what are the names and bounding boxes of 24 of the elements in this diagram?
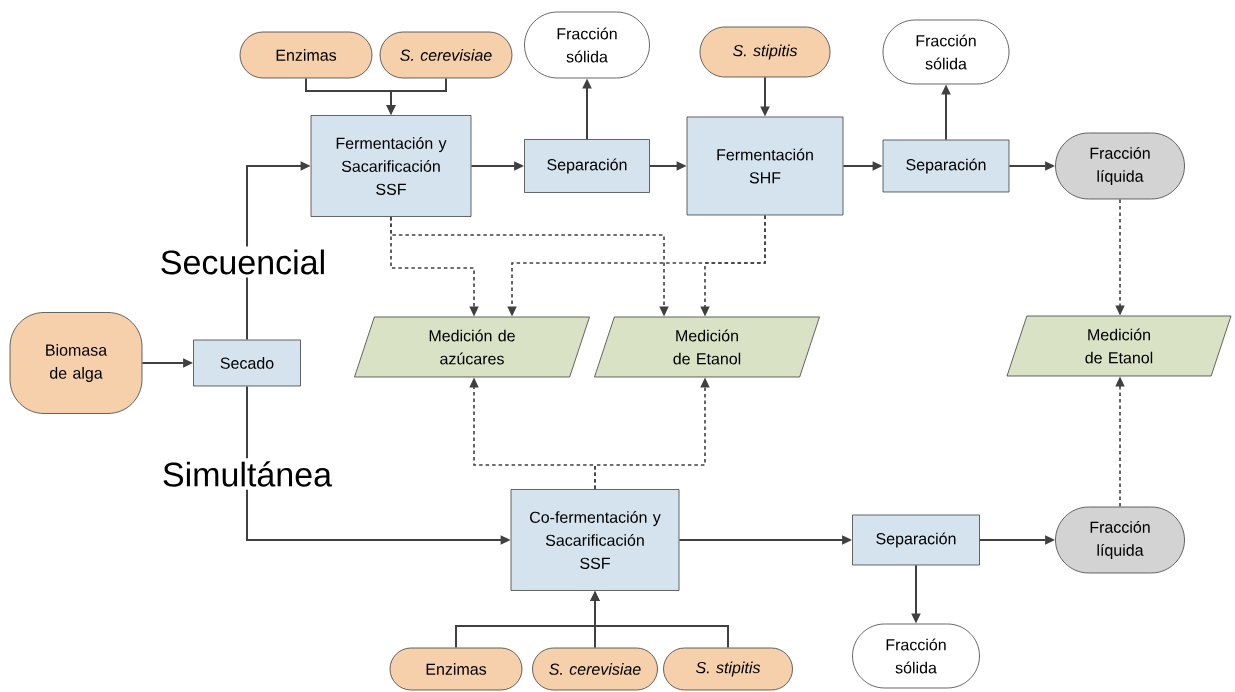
data-parallelogram: Medición de azúcares: [354, 316, 590, 378]
process-box: Fermentación y Sacarificación SSF: [310, 115, 472, 217]
process-box: Separación: [524, 139, 650, 193]
input-terminal: Enzimas: [389, 647, 523, 691]
input-terminal: Biomasa de alga: [9, 312, 143, 414]
process-box: Fermentación SHF: [686, 116, 844, 216]
output-terminal: Fracción líquida: [1055, 132, 1185, 200]
process-box: Secado: [193, 339, 301, 387]
output-terminal: Fracción sólida: [524, 11, 650, 79]
process-box: Separación: [852, 514, 980, 566]
section-label: Simultánea: [158, 458, 336, 490]
output-terminal: Fracción sólida: [852, 623, 980, 689]
input-terminal: S. stipitis: [663, 647, 793, 691]
input-terminal: Enzimas: [239, 31, 373, 79]
process-box: Co-fermentación y Sacarificación SSF: [510, 489, 680, 591]
output-terminal: Fracción líquida: [1055, 506, 1185, 574]
data-parallelogram: Medición de Etanol: [594, 316, 820, 378]
output-terminal: Fracción sólida: [882, 19, 1010, 85]
input-terminal: S. cerevisiae: [532, 647, 658, 691]
input-terminal: S. cerevisiae: [379, 31, 513, 79]
input-terminal: S. stipitis: [699, 26, 831, 78]
data-parallelogram: Medición de Etanol: [1006, 315, 1232, 377]
process-box: Separación: [882, 139, 1010, 193]
section-label: Secuencial: [156, 246, 330, 278]
